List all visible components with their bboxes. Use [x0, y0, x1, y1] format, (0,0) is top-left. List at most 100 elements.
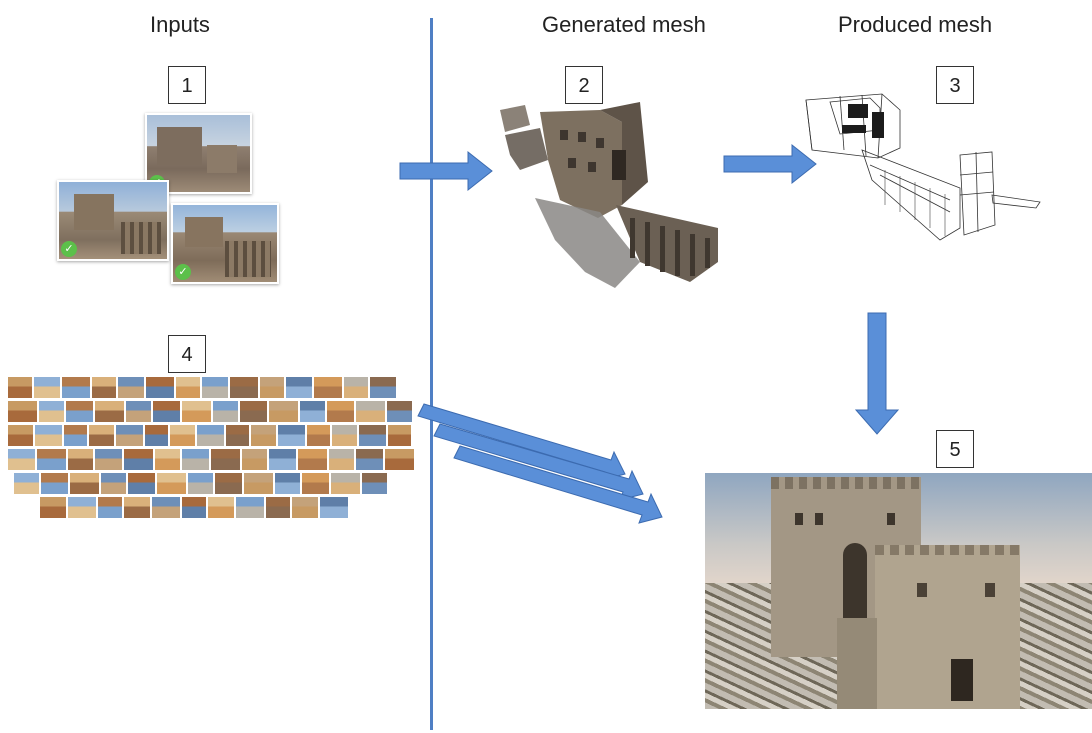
- mosaic-photo: [116, 425, 143, 446]
- mosaic-photo: [95, 449, 122, 470]
- mosaic-photo: [152, 497, 180, 518]
- mosaic-photo: [331, 473, 360, 494]
- mosaic-photo: [37, 449, 66, 470]
- mosaic-photo: [300, 401, 325, 422]
- step-3-box: 3: [936, 66, 974, 104]
- arrow-icon: [854, 312, 900, 435]
- mosaic-photo: [269, 401, 298, 422]
- mosaic-photo: [320, 497, 348, 518]
- check-icon: ✓: [175, 264, 191, 280]
- mosaic-photo: [208, 497, 234, 518]
- step-4-box: 4: [168, 335, 206, 373]
- mosaic-photo: [182, 497, 206, 518]
- mosaic-photo: [188, 473, 213, 494]
- mosaic-photo: [14, 473, 39, 494]
- input-photo-right: ✓: [171, 203, 279, 284]
- mosaic-photo: [8, 449, 35, 470]
- mosaic-photo: [40, 497, 66, 518]
- mosaic-photo: [388, 425, 411, 446]
- mosaic-photo: [387, 401, 412, 422]
- mosaic-photo: [126, 401, 151, 422]
- mosaic-photo: [266, 497, 290, 518]
- mosaic-photo: [292, 497, 318, 518]
- produced-mesh-title: Produced mesh: [838, 12, 993, 37]
- mosaic-photo: [197, 425, 224, 446]
- mosaic-photo: [356, 449, 383, 470]
- mosaic-photo: [155, 449, 180, 470]
- check-icon: ✓: [61, 241, 77, 257]
- mosaic-photo: [124, 449, 153, 470]
- mosaic-photo: [332, 425, 357, 446]
- mosaic-photo: [89, 425, 114, 446]
- mosaic-photo: [35, 425, 62, 446]
- mosaic-photo: [260, 377, 284, 398]
- mosaic-photo: [329, 449, 354, 470]
- mosaic-photo: [362, 473, 387, 494]
- mosaic-photo: [236, 497, 264, 518]
- arrow-icon: [723, 143, 817, 185]
- mosaic-photo: [170, 425, 195, 446]
- mosaic-photo: [202, 377, 228, 398]
- mosaic-photo: [278, 425, 305, 446]
- step-5-box: 5: [936, 430, 974, 468]
- vertical-divider: [430, 18, 433, 730]
- mosaic-photo: [327, 401, 354, 422]
- mosaic-photo: [118, 377, 144, 398]
- mosaic-photo: [176, 377, 200, 398]
- mosaic-photo: [39, 401, 64, 422]
- mosaic-photo: [145, 425, 168, 446]
- mosaic-photo: [298, 449, 327, 470]
- mosaic-photo: [344, 377, 368, 398]
- mosaic-photo: [95, 401, 124, 422]
- mosaic-photo: [98, 497, 122, 518]
- mosaic-photo: [314, 377, 342, 398]
- mosaic-photo: [70, 473, 99, 494]
- mosaic-photo: [240, 401, 267, 422]
- mosaic-photo: [66, 401, 93, 422]
- mosaic-photo: [385, 449, 414, 470]
- arrow-icon: [417, 403, 626, 481]
- mosaic-photo: [242, 449, 267, 470]
- mosaic-photo: [286, 377, 312, 398]
- mosaic-photo: [269, 449, 296, 470]
- mosaic-photo: [68, 449, 93, 470]
- mosaic-photo: [146, 377, 174, 398]
- mosaic-photo: [8, 425, 33, 446]
- mosaic-photo: [370, 377, 396, 398]
- mosaic-photo: [215, 473, 242, 494]
- mosaic-photo: [41, 473, 68, 494]
- mosaic-photo: [244, 473, 273, 494]
- mosaic-photo: [64, 425, 87, 446]
- mosaic-photo: [211, 449, 240, 470]
- mosaic-photo: [307, 425, 330, 446]
- arrow-icon: [399, 150, 493, 192]
- mosaic-photo: [68, 497, 96, 518]
- arrow-icon: [453, 445, 663, 524]
- mosaic-photo: [182, 401, 211, 422]
- step-2-box: 2: [565, 66, 603, 104]
- mosaic-photo: [302, 473, 329, 494]
- mosaic-photo: [157, 473, 186, 494]
- inputs-title: Inputs: [150, 12, 210, 37]
- mosaic-photo: [101, 473, 126, 494]
- mosaic-photo: [356, 401, 385, 422]
- mosaic-photo: [34, 377, 60, 398]
- mosaic-photo: [8, 377, 32, 398]
- mosaic-photo: [182, 449, 209, 470]
- mosaic-photo: [153, 401, 180, 422]
- mosaic-photo: [275, 473, 300, 494]
- mosaic-photo: [251, 425, 276, 446]
- mosaic-photo: [124, 497, 150, 518]
- step-1-box: 1: [168, 66, 206, 104]
- generated-mesh-title: Generated mesh: [542, 12, 706, 37]
- final-render-image: [705, 473, 1092, 709]
- mosaic-photo: [359, 425, 386, 446]
- input-photo-left: ✓: [57, 180, 169, 261]
- mosaic-photo: [62, 377, 90, 398]
- mosaic-photo: [92, 377, 116, 398]
- mosaic-photo: [226, 425, 249, 446]
- mosaic-photo: [213, 401, 238, 422]
- mosaic-photo: [230, 377, 258, 398]
- mosaic-photo: [128, 473, 155, 494]
- mosaic-photo: [8, 401, 37, 422]
